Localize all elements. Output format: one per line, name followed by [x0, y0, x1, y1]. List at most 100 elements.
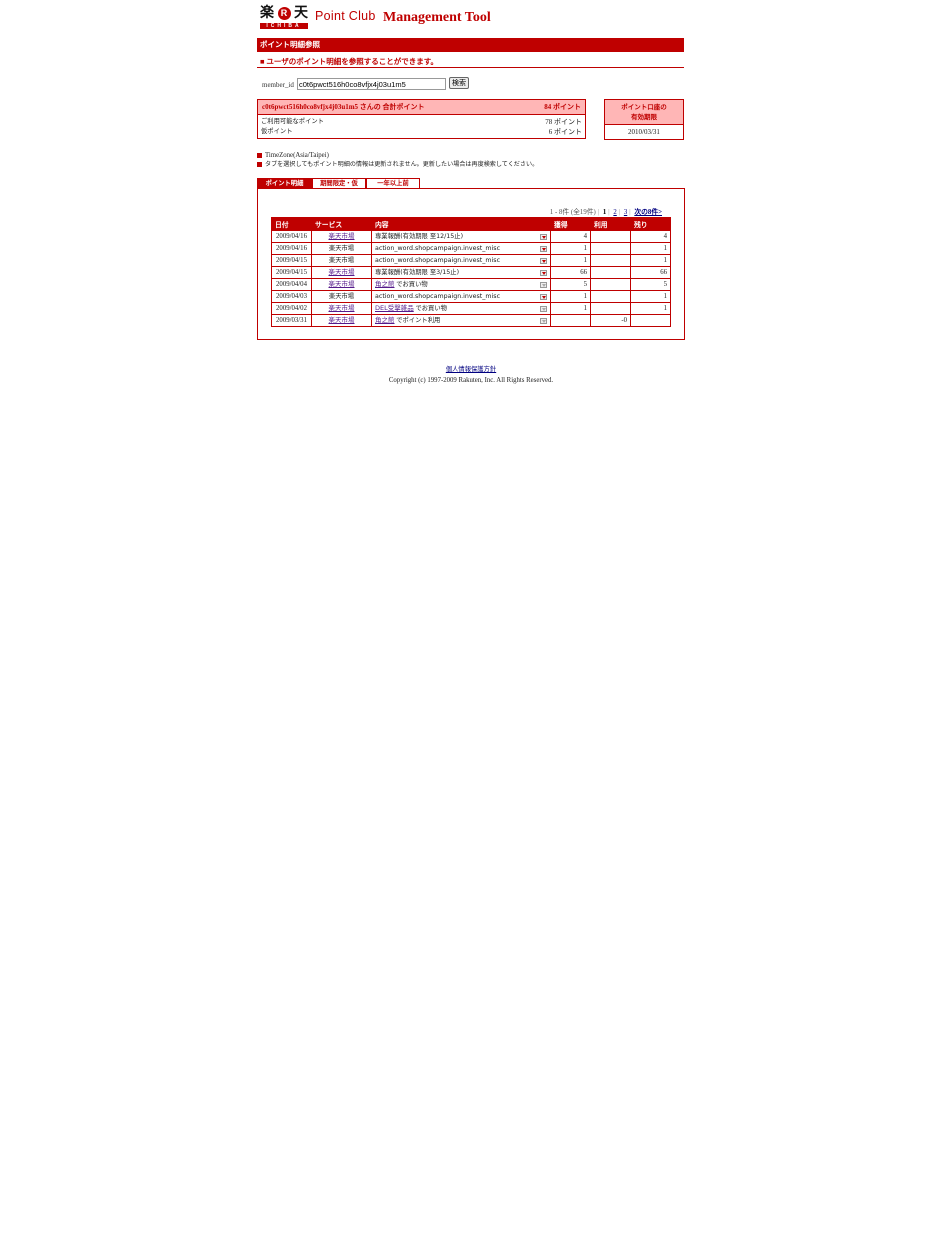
points-summary-box: c0t6pwct516h0co8vfjx4j03u1m5 さんの 合計ポイント …	[257, 99, 586, 139]
footer: 個人情報保護方針 Copyright (c) 1997-2009 Rakuten…	[257, 364, 685, 386]
cell-service: 楽天市場	[311, 290, 372, 303]
expand-detail-icon[interactable]	[540, 281, 547, 288]
tab-limited-temp[interactable]: 期間限定・仮	[312, 178, 366, 188]
logo-ichiba: ICHIBA	[260, 23, 308, 29]
cell-earned: 1	[550, 290, 591, 303]
cell-service: 楽天市場	[311, 230, 372, 243]
member-id-input[interactable]	[297, 78, 446, 90]
page-title-bar: ポイント明細参照	[257, 38, 684, 52]
col-header-service: サービス	[311, 217, 372, 231]
cell-earned: 1	[550, 302, 591, 315]
page-container: 楽 R 天 ICHIBA Point Club Management Tool …	[257, 0, 685, 384]
cell-service: 楽天市場	[311, 254, 372, 267]
service-link[interactable]: 楽天市場	[328, 232, 355, 240]
tab-update-note: タブを選択してもポイント明細の情報は更新されません。更新したい場合は再度検索して…	[265, 161, 539, 168]
expand-detail-icon[interactable]	[540, 269, 547, 276]
tab-point-details[interactable]: ポイント明細	[257, 178, 312, 188]
col-header-used: 利用	[590, 217, 631, 231]
member-id-label: member_id	[262, 81, 294, 89]
col-header-date: 日付	[271, 217, 312, 231]
content-text: 専業報酬(有効期限 至12/15止)	[375, 233, 464, 240]
bullet-icon	[257, 153, 262, 158]
expand-detail-icon[interactable]	[540, 257, 547, 264]
service-link[interactable]: 楽天市場	[328, 280, 355, 288]
content-text: でお買い物	[396, 281, 428, 288]
rakuten-ichiba-logo: 楽 R 天 ICHIBA	[260, 5, 308, 30]
service-link[interactable]: 楽天市場	[328, 268, 355, 276]
shop-link[interactable]: DEL受撃雑品	[375, 304, 414, 312]
content-text: 専業報酬(有効期限 至3/15止)	[375, 269, 460, 276]
cell-date: 2009/04/16	[271, 242, 312, 255]
cell-content: action_word.shopcampaign.invest_misc	[371, 242, 551, 255]
cell-used	[590, 290, 631, 303]
cell-earned: 1	[550, 254, 591, 267]
cell-service: 楽天市場	[311, 278, 372, 291]
shop-link[interactable]: 角之館	[375, 280, 395, 288]
cell-remaining: 5	[630, 278, 671, 291]
cell-earned	[550, 314, 591, 327]
cell-content: 専業報酬(有効期限 至12/15止)	[371, 230, 551, 243]
tab-panel: 1 - 8件 (全19件)| 1| 2| 3| 次の8件> 日付 サービス 内容…	[257, 188, 685, 340]
cell-earned: 66	[550, 266, 591, 279]
cell-remaining: 1	[630, 254, 671, 267]
header: 楽 R 天 ICHIBA Point Club Management Tool	[257, 0, 685, 36]
table-header-row: 日付 サービス 内容 獲得 利用 残り	[271, 217, 671, 231]
service-text: 楽天市場	[328, 245, 355, 252]
col-header-content: 内容	[371, 217, 551, 231]
table-row: 2009/03/31 楽天市場 角之館 でポイント利用 -0	[271, 314, 671, 327]
cell-date: 2009/03/31	[271, 314, 312, 327]
cell-earned: 1	[550, 242, 591, 255]
cell-content: 角之館 でポイント利用	[371, 314, 551, 327]
point-club-title: Point Club	[315, 9, 376, 23]
shop-link[interactable]: 角之館	[375, 316, 395, 324]
cell-used	[590, 242, 631, 255]
cell-date: 2009/04/04	[271, 278, 312, 291]
expiry-header-line2: 有効期限	[631, 113, 657, 121]
cell-date: 2009/04/15	[271, 254, 312, 267]
pager-page-2[interactable]: 2	[613, 209, 617, 216]
logo-r-circle: R	[277, 7, 291, 20]
expand-detail-icon[interactable]	[540, 317, 547, 324]
expand-detail-icon[interactable]	[540, 305, 547, 312]
service-link[interactable]: 楽天市場	[328, 316, 355, 324]
expand-detail-icon[interactable]	[540, 233, 547, 240]
pager-next-link[interactable]: 次の8件>	[634, 209, 662, 216]
expand-detail-icon[interactable]	[540, 293, 547, 300]
cell-remaining: 4	[630, 230, 671, 243]
cell-content: 専業報酬(有効期限 至3/15止)	[371, 266, 551, 279]
temp-points-label: 仮ポイント	[261, 128, 293, 135]
cell-used: -0	[590, 314, 631, 327]
cell-remaining: 1	[630, 290, 671, 303]
page-subtitle: ■ ユーザのポイント明細を参照することができます。	[260, 57, 439, 66]
privacy-policy-link[interactable]: 個人情報保護方針	[445, 366, 497, 373]
content-text: action_word.shopcampaign.invest_misc	[375, 293, 501, 300]
pager-current-page: 1	[602, 209, 607, 216]
available-points-value: 78 ポイント	[545, 118, 582, 126]
expand-detail-icon[interactable]	[540, 245, 547, 252]
cell-used	[590, 278, 631, 291]
management-tool-title: Management Tool	[383, 10, 491, 25]
tab-over-one-year[interactable]: 一年以上前	[366, 178, 420, 188]
cell-remaining	[630, 314, 671, 327]
cell-used	[590, 254, 631, 267]
available-points-label: ご利用可能なポイント	[261, 118, 324, 125]
cell-service: 楽天市場	[311, 302, 372, 315]
service-link[interactable]: 楽天市場	[328, 304, 355, 312]
table-row: 2009/04/16 楽天市場 action_word.shopcampaign.i…	[271, 242, 671, 255]
cell-service: 楽天市場	[311, 266, 372, 279]
search-button[interactable]: 検索	[449, 77, 469, 89]
cell-content: DEL受撃雑品 でお買い物	[371, 302, 551, 315]
content-text: action_word.shopcampaign.invest_misc	[375, 245, 501, 252]
cell-remaining: 1	[630, 242, 671, 255]
cell-date: 2009/04/15	[271, 266, 312, 279]
pagination: 1 - 8件 (全19件)| 1| 2| 3| 次の8件>	[549, 209, 662, 216]
cell-earned: 4	[550, 230, 591, 243]
pager-page-3[interactable]: 3	[623, 209, 628, 216]
search-form: member_id 検索	[262, 77, 522, 91]
